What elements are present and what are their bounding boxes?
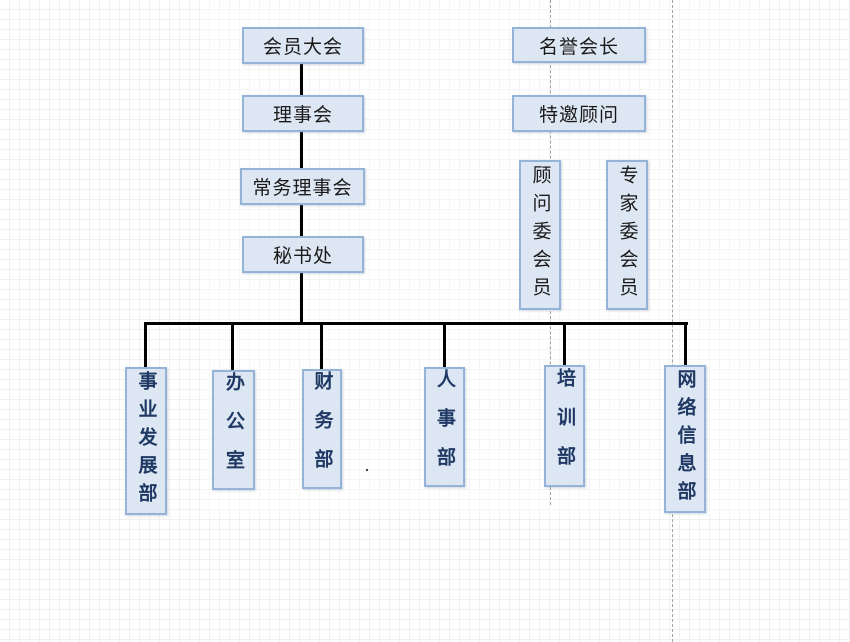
node-council[interactable]: 理事会	[242, 95, 364, 132]
node-dept-training[interactable]: 培训部	[544, 365, 585, 487]
node-members-congress[interactable]: 会员大会	[242, 27, 364, 64]
node-dept-network-info[interactable]: 网络信息部	[664, 365, 706, 513]
node-secretariat[interactable]: 秘书处	[242, 236, 364, 273]
connector-drop-hr	[443, 322, 446, 367]
connector-drop-finance	[320, 322, 323, 369]
connector-horizontal-bus	[144, 322, 688, 325]
node-dept-finance[interactable]: 财务部	[302, 369, 342, 489]
node-standing-council[interactable]: 常务理事会	[240, 168, 365, 205]
connector-drop-network-info	[684, 322, 687, 365]
connector-congress-council	[300, 64, 303, 95]
connector-drop-training	[563, 322, 566, 365]
node-expert-committee[interactable]: 专家委会员	[606, 160, 648, 310]
node-honorary-president[interactable]: 名誉会长	[512, 27, 646, 63]
node-dept-hr[interactable]: 人事部	[424, 367, 465, 487]
connector-drop-business-development	[144, 322, 147, 367]
connector-drop-office	[231, 322, 234, 370]
connector-standing-secretariat	[300, 205, 303, 236]
node-dept-office[interactable]: 办公室	[212, 370, 255, 490]
node-dept-business-development[interactable]: 事业发展部	[125, 367, 167, 515]
connector-secretariat-stem	[300, 273, 303, 322]
node-invited-advisors[interactable]: 特邀顾问	[512, 95, 646, 132]
stray-mark	[366, 469, 368, 471]
page-break-line-right	[672, 0, 673, 642]
node-advisory-committee[interactable]: 顾问委会员	[519, 160, 561, 310]
connector-council-standing	[300, 132, 303, 168]
